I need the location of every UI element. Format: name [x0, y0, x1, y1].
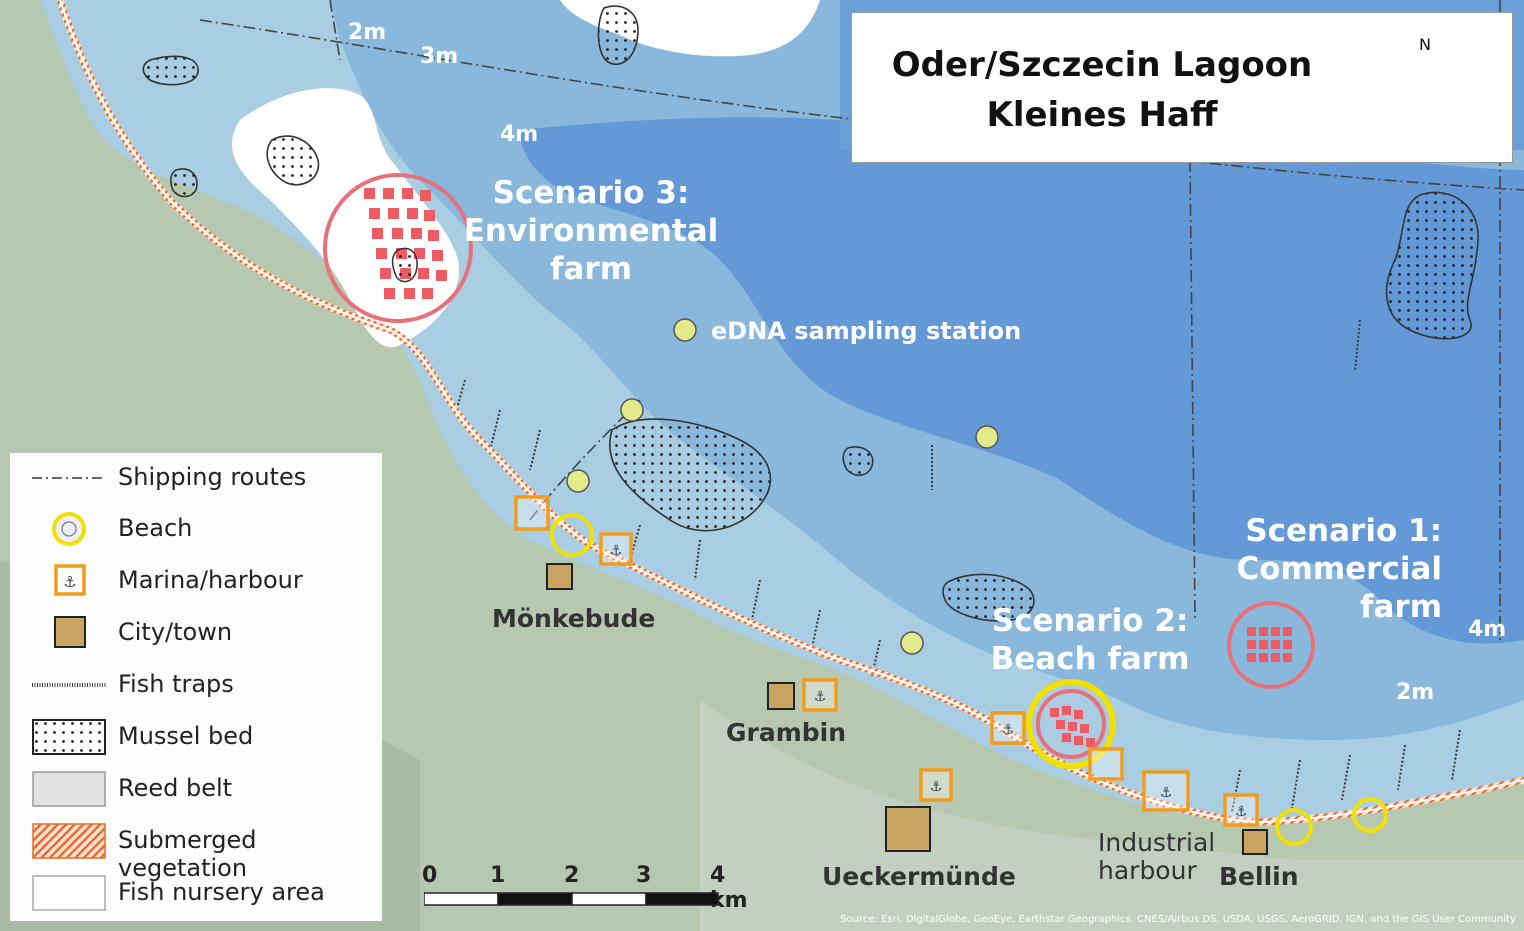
scenario3-mussel-bed [391, 247, 418, 283]
legend-label: Submerged vegetation [118, 826, 257, 882]
scenario2-label-line1: Scenario 2: [991, 603, 1189, 639]
fish-traps [454, 319, 1461, 813]
scenario3-label: Scenario 3: Environmental farm [456, 174, 726, 288]
place-monkebude: Mönkebude [492, 604, 656, 633]
scenario1-label-line3: farm [1360, 589, 1442, 625]
place-bellin: Bellin [1219, 862, 1299, 891]
dash-dot-line-icon [32, 477, 106, 479]
depth-label-2m-east: 2m [1396, 680, 1435, 705]
scenario1-ring [1227, 601, 1315, 689]
scenario2-farm-cells [1050, 706, 1095, 747]
legend: Shipping routes Beach ⚓ Marina/harbour C… [10, 453, 382, 921]
place-grambin: Grambin [726, 718, 847, 747]
north-label: N [1419, 35, 1431, 54]
town-square-icon [54, 616, 86, 648]
legend-item-beach: Beach [10, 504, 382, 554]
reed-belt-icon [32, 771, 106, 807]
scenario3-ring [323, 173, 473, 323]
place-industrial-line2: harbour [1098, 856, 1197, 885]
anchor-icon: ⚓ [54, 564, 86, 596]
beach-icon [52, 512, 86, 546]
scenario1-label-line2: Commercial [1236, 551, 1442, 587]
legend-item-reed-belt: Reed belt [10, 764, 382, 814]
beach-markers [550, 513, 1388, 846]
scale-tick-3: 3 [636, 863, 652, 888]
scale-bar-graphic [424, 892, 719, 906]
scenario1-label-line1: Scenario 1: [1245, 513, 1442, 549]
legend-label: Marina/harbour [118, 566, 303, 594]
fish-trap-icon [32, 683, 106, 687]
map-title-line1: Oder/Szczecin Lagoon [891, 45, 1313, 85]
scenario2-ring [1036, 689, 1106, 759]
legend-label: Mussel bed [118, 722, 254, 750]
legend-item-marina: ⚓ Marina/harbour [10, 556, 382, 606]
svg-text:⚓: ⚓ [63, 573, 76, 591]
place-industrial-line1: Industrial [1098, 828, 1216, 857]
town-land-area [700, 700, 1524, 931]
mussel-beds [142, 5, 1479, 622]
svg-text:⚓: ⚓ [814, 689, 827, 705]
svg-text:⚓: ⚓ [610, 543, 623, 559]
source-attribution: Source: Esri, DigitalGlobe, GeoEye, Eart… [840, 914, 1516, 925]
svg-text:⚓: ⚓ [1160, 785, 1173, 801]
legend-label: Shipping routes [118, 463, 307, 491]
scenario2-label-line2: Beach farm [990, 641, 1190, 677]
harbour-markers [514, 495, 1259, 827]
legend-item-city: City/town [10, 608, 382, 658]
town-markers [546, 563, 1268, 855]
scenario1-label: Scenario 1: Commercial farm [1232, 512, 1442, 626]
mussel-bed-icon [32, 719, 106, 755]
depth-label-4m: 4m [500, 122, 539, 147]
legend-item-fish-traps: Fish traps [10, 660, 382, 710]
scenario2-beach-ring [1026, 679, 1116, 769]
svg-text:⚓: ⚓ [930, 779, 943, 795]
legend-label: Fish nursery area [118, 878, 325, 906]
legend-item-mussel-bed: Mussel bed [10, 712, 382, 762]
fish-nursery-icon [32, 875, 106, 911]
map-title-line2: Kleines Haff [986, 95, 1218, 135]
legend-label: Beach [118, 514, 193, 542]
scenario3-label-line2: Environmental [463, 213, 719, 249]
scenario3-farm-cells [364, 188, 447, 299]
anchor-glyphs: ⚓ ⚓ ⚓ ⚓ ⚓ ⚓ [610, 543, 1248, 820]
title-box: Oder/Szczecin Lagoon Kleines Haff N [851, 12, 1513, 163]
edna-station-label: eDNA sampling station [711, 317, 1022, 345]
depth-label-2m: 2m [348, 20, 387, 45]
submerged-vegetation-icon [32, 823, 106, 859]
place-ueckermunde: Ueckermünde [822, 862, 1016, 891]
depth-label-3m: 3m [420, 44, 459, 69]
legend-label: Fish traps [118, 670, 234, 698]
legend-label: Reed belt [118, 774, 233, 802]
legend-item-fish-nursery: Fish nursery area [10, 868, 382, 918]
deep-water [520, 117, 1524, 644]
edna-stations [566, 318, 999, 655]
scenario2-label: Scenario 2: Beach farm [990, 602, 1190, 678]
scale-tick-0: 0 [422, 863, 438, 888]
scenario1-farm-cells [1247, 627, 1292, 662]
scenario3-label-line3: farm [550, 251, 632, 287]
svg-text:⚓: ⚓ [1235, 804, 1248, 820]
legend-item-shipping-routes: Shipping routes [10, 453, 382, 503]
legend-item-submerged-vegetation: Submerged vegetation [10, 816, 382, 882]
scale-tick-1: 1 [490, 863, 506, 888]
legend-label: City/town [118, 618, 233, 646]
svg-text:⚓: ⚓ [1002, 722, 1015, 738]
scale-bar: 0 1 2 3 4 km [420, 863, 748, 915]
depth-label-4m-east: 4m [1468, 617, 1507, 642]
scenario3-label-line1: Scenario 3: [492, 175, 690, 211]
scale-tick-2: 2 [564, 863, 580, 888]
